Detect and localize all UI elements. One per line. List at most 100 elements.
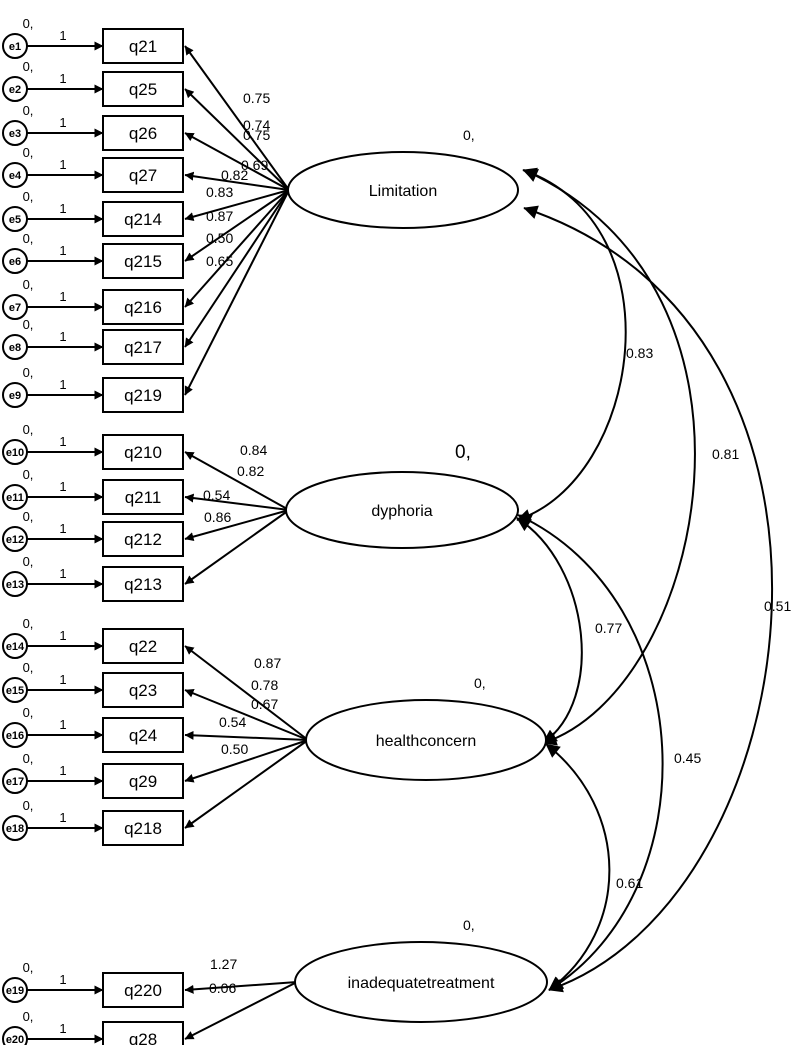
error-e7[interactable]: e70,1 (2, 277, 104, 320)
observed-label: q28 (129, 1030, 157, 1045)
error-e8[interactable]: e80,1 (2, 317, 104, 360)
error-e5[interactable]: e50,1 (2, 189, 104, 232)
loading-arrow (184, 189, 290, 222)
error-path-label: 1 (59, 717, 66, 732)
observed-label: q23 (129, 681, 157, 700)
observed-q220[interactable]: q220 (102, 972, 184, 1008)
correlation-curve (516, 167, 627, 523)
latent-limitation[interactable]: Limitation 0, (287, 127, 519, 229)
latent-ellipse (287, 151, 519, 229)
observed-box (102, 157, 184, 193)
error-path-label: 1 (59, 566, 66, 581)
loading-coefficient: 0.50 (206, 230, 233, 246)
error-e6[interactable]: e60,1 (2, 231, 104, 274)
observed-q210[interactable]: q210 (102, 434, 184, 470)
error-e11[interactable]: e11 0, 1 (2, 467, 104, 510)
observed-box (102, 566, 184, 602)
observed-label: q213 (124, 575, 162, 594)
observed-q23[interactable]: q23 (102, 672, 184, 708)
loading-coefficient: 0.54 (219, 714, 246, 730)
observed-label: q21 (129, 37, 157, 56)
error-e4[interactable]: e40,1 (2, 145, 104, 188)
loading-arrow (184, 88, 290, 191)
observed-q217[interactable]: q217 (102, 329, 184, 365)
error-e19[interactable]: e19 0, 1 (2, 960, 104, 1003)
observed-label: q217 (124, 338, 162, 357)
error-label: e14 (6, 641, 25, 653)
error-mean-label: 0, (23, 960, 34, 975)
correlation-curve (517, 514, 664, 991)
observed-box (102, 329, 184, 365)
error-label: e6 (9, 256, 21, 268)
error-mean-label: 0, (23, 103, 34, 118)
observed-box (102, 115, 184, 151)
loading-arrow (184, 451, 290, 511)
observed-q211[interactable]: q211 (102, 479, 184, 515)
observed-q216[interactable]: q216 (102, 289, 184, 325)
observed-q27[interactable]: q27 (102, 157, 184, 193)
correlation-value: 0.45 (674, 750, 701, 766)
observed-q21[interactable]: q21 (102, 28, 184, 64)
error-label: e19 (6, 985, 24, 997)
loading-layer: 0.750.740.750.690.820.830.870.500.650.84… (184, 45, 309, 1040)
error-e1[interactable]: e10,1 (2, 16, 104, 59)
error-e3[interactable]: e30,1 (2, 103, 104, 146)
loading-coefficient: 0.67 (251, 696, 278, 712)
observed-label: q211 (125, 488, 162, 507)
observed-label: q219 (124, 386, 162, 405)
loading-arrow (184, 509, 290, 585)
error-path-label: 1 (59, 329, 66, 344)
observed-label: q218 (124, 819, 162, 838)
observed-q212[interactable]: q212 (102, 521, 184, 557)
latent-mean-label: 0, (463, 127, 475, 143)
error-path-label: 1 (59, 972, 66, 987)
observed-q219[interactable]: q219 (102, 377, 184, 413)
latent-mean-label: 0, (455, 442, 471, 463)
observed-box (102, 201, 184, 237)
error-label: e11 (6, 492, 24, 504)
observed-q213[interactable]: q213 (102, 566, 184, 602)
loading-arrow (184, 739, 309, 783)
error-label: e10 (6, 447, 24, 459)
observed-label: q25 (129, 80, 157, 99)
error-e9[interactable]: e90,1 (2, 365, 104, 408)
observed-q25[interactable]: q25 (102, 71, 184, 107)
error-e2[interactable]: e20,1 (2, 59, 104, 102)
latent-label: Limitation (369, 183, 437, 200)
loading-arrow (184, 730, 309, 741)
observed-box (102, 479, 184, 515)
error-label: e17 (6, 776, 24, 788)
observed-q28[interactable]: q28 (102, 1021, 184, 1045)
observed-q22[interactable]: q22 (102, 628, 184, 664)
correlation-curve (523, 205, 774, 993)
error-path-label: 1 (59, 289, 66, 304)
observed-q215[interactable]: q215 (102, 243, 184, 279)
observed-q214[interactable]: q214 (102, 201, 184, 237)
error-label: e13 (6, 579, 24, 591)
correlation-dyphoria-healthconcern: 0.77 (516, 517, 622, 744)
observed-label: q216 (124, 298, 162, 317)
error-mean-label: 0, (23, 231, 34, 246)
observed-q218[interactable]: q218 (102, 810, 184, 846)
observed-q29[interactable]: q29 (102, 763, 184, 799)
latent-ellipse (285, 471, 519, 549)
observed-q24[interactable]: q24 (102, 717, 184, 753)
error-mean-label: 0, (23, 467, 34, 482)
correlation-healthconcern-inadequatetreatment: 0.61 (545, 743, 643, 991)
observed-q26[interactable]: q26 (102, 115, 184, 151)
loading-arrow (184, 739, 309, 829)
error-path-label: 1 (59, 479, 66, 494)
latent-ellipse (294, 941, 548, 1023)
